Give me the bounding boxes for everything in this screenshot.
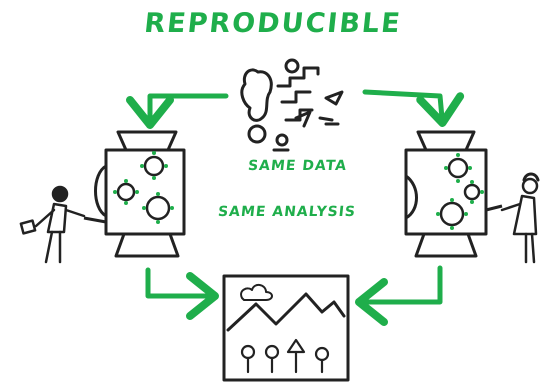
gear-icon (439, 157, 481, 227)
cloud-icon (240, 284, 273, 301)
arrow-icon (126, 89, 465, 326)
gear-icon (116, 155, 171, 221)
gear-dots (436, 153, 484, 230)
analysis-machine-right (404, 130, 503, 258)
arrow-left-machine-to-result (145, 267, 219, 320)
machine-top-funnel (416, 130, 476, 152)
tree-icon (240, 338, 330, 374)
head (521, 177, 539, 195)
analysis-machine-left (83, 130, 186, 258)
diagram-title: REPRODUCIBLE (142, 8, 404, 39)
arrow-data-to-left-machine (126, 93, 229, 129)
machine-bottom-funnel (114, 232, 180, 258)
result-frame (222, 274, 350, 382)
scientist-figure-icon (500, 172, 540, 264)
arrow-data-to-right-machine (362, 89, 465, 127)
gear-dots (113, 151, 174, 224)
same-data-label: SAME DATA (247, 158, 348, 174)
arrow-right-machine-to-result (355, 265, 443, 326)
head (51, 185, 69, 203)
machine-bottom-funnel (414, 232, 478, 258)
machine-top-funnel (116, 130, 178, 152)
data-shapes-icon (240, 58, 344, 152)
machine-body (404, 148, 488, 236)
scientist-figure-icon (19, 185, 86, 264)
mountains (226, 292, 346, 332)
same-analysis-label: SAME ANALYSIS (217, 204, 357, 220)
landscape-result-icon (222, 274, 350, 382)
